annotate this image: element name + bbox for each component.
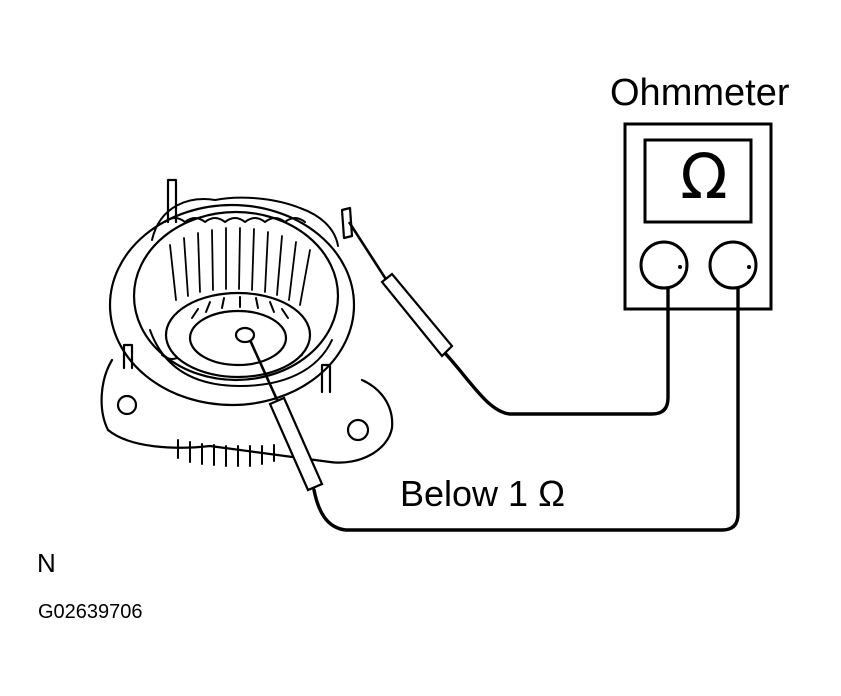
flange-bolt-hole-left xyxy=(116,394,138,416)
test-lead-lower xyxy=(312,286,740,532)
ohmmeter-jack-left xyxy=(639,240,689,290)
probe-upper-handle xyxy=(380,272,454,358)
ohmmeter-jack-right xyxy=(708,240,758,290)
view-letter: N xyxy=(37,548,56,578)
stator-windings-top xyxy=(151,196,339,247)
resistance-spec-label: Below 1 Ω xyxy=(400,473,565,514)
probe-lower-tip xyxy=(248,339,280,403)
jack-contact-right xyxy=(747,265,751,269)
probe-lower-handle xyxy=(268,396,324,492)
ohmmeter-case xyxy=(623,122,773,311)
ohmmeter-display xyxy=(643,138,753,224)
probe-upper-tip xyxy=(347,221,391,285)
rectifier-slots xyxy=(191,296,289,319)
jack-contact-left xyxy=(678,265,682,269)
terminal-stud-right xyxy=(320,363,332,394)
ohmmeter-label: Ohmmeter xyxy=(610,72,790,114)
terminal-stud-left xyxy=(122,343,134,370)
probe-lower xyxy=(248,339,324,492)
probe-upper xyxy=(347,221,454,358)
cooling-fins xyxy=(177,439,275,467)
figure-code: G02639706 xyxy=(38,601,143,623)
alternator-illustration xyxy=(100,178,394,467)
test-leads xyxy=(312,286,740,532)
stator-laminations xyxy=(169,227,311,306)
terminal-stud-top xyxy=(166,178,178,224)
ohmmeter xyxy=(623,122,773,311)
ohm-symbol: Ω xyxy=(680,140,728,213)
stator-core-outer xyxy=(132,210,340,382)
stator-lead-terminal xyxy=(340,206,354,240)
center-lead-terminal xyxy=(234,326,256,344)
test-lead-upper xyxy=(442,286,670,416)
flange-bolt-hole-right xyxy=(346,418,370,442)
rectifier-inner-ring xyxy=(188,309,288,367)
